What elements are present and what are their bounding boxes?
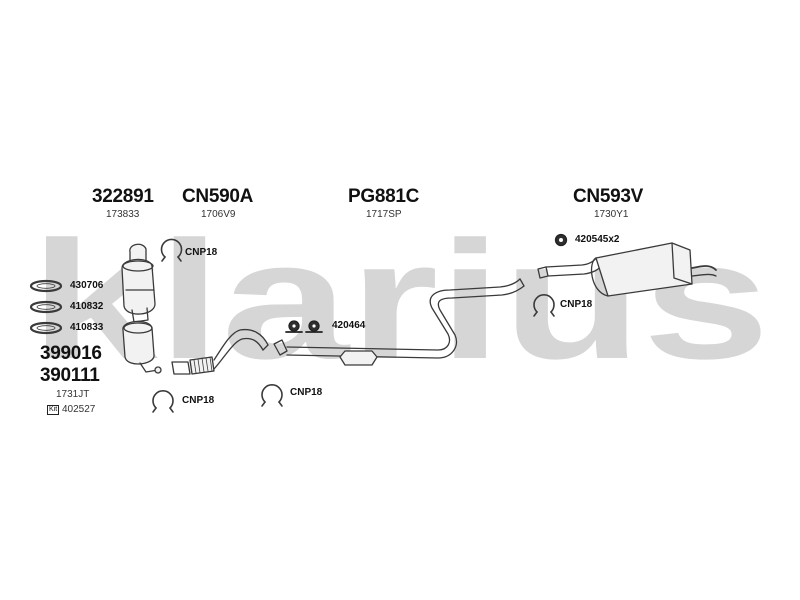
clamp-bottom-mid [261, 384, 283, 407]
part-code-front: 322891 [92, 186, 154, 207]
mount-label-rear: 420545x2 [575, 234, 620, 245]
mount-420545 [554, 233, 568, 247]
clamp-label-top-left: CNP18 [185, 247, 218, 258]
part-ref-front: 173833 [106, 209, 140, 220]
clamp-label-rear: CNP18 [560, 299, 593, 310]
middle-pipe [273, 278, 525, 366]
part-code-flexi: CN590A [182, 186, 254, 207]
kit-code: 402527 [62, 404, 96, 415]
mount-420464 [285, 320, 323, 333]
clamp-top-left [160, 238, 183, 262]
gasket-code-2: 410832 [70, 301, 104, 312]
part-ref-flexi: 1706V9 [201, 209, 236, 220]
part-ref-rear: 1730Y1 [594, 209, 629, 220]
gasket-ring-1 [29, 279, 63, 293]
catalyst-ref: 1731JT [56, 389, 90, 400]
gasket-ring-2 [29, 300, 63, 314]
lower-catalyst [122, 320, 162, 374]
clamp-bottom-left [152, 390, 174, 413]
gasket-ring-3 [29, 321, 63, 335]
mount-label-middle: 420464 [332, 320, 366, 331]
kit-badge: Kit [47, 405, 60, 415]
rear-silencer [537, 242, 717, 297]
part-code-rear: CN593V [573, 186, 644, 207]
clamp-label-bottom-mid: CNP18 [290, 387, 323, 398]
part-ref-middle: 1717SP [366, 209, 402, 220]
catalyst-code-2: 390111 [40, 365, 100, 386]
front-catalyst [121, 243, 156, 323]
clamp-rear [533, 294, 555, 317]
flexi-pipe [171, 328, 269, 375]
gasket-code-3: 410833 [70, 322, 104, 333]
gasket-code-1: 430706 [70, 280, 104, 291]
catalyst-code-1: 399016 [40, 343, 102, 364]
clamp-label-bottom-left: CNP18 [182, 395, 215, 406]
part-code-middle: PG881C [348, 186, 420, 207]
